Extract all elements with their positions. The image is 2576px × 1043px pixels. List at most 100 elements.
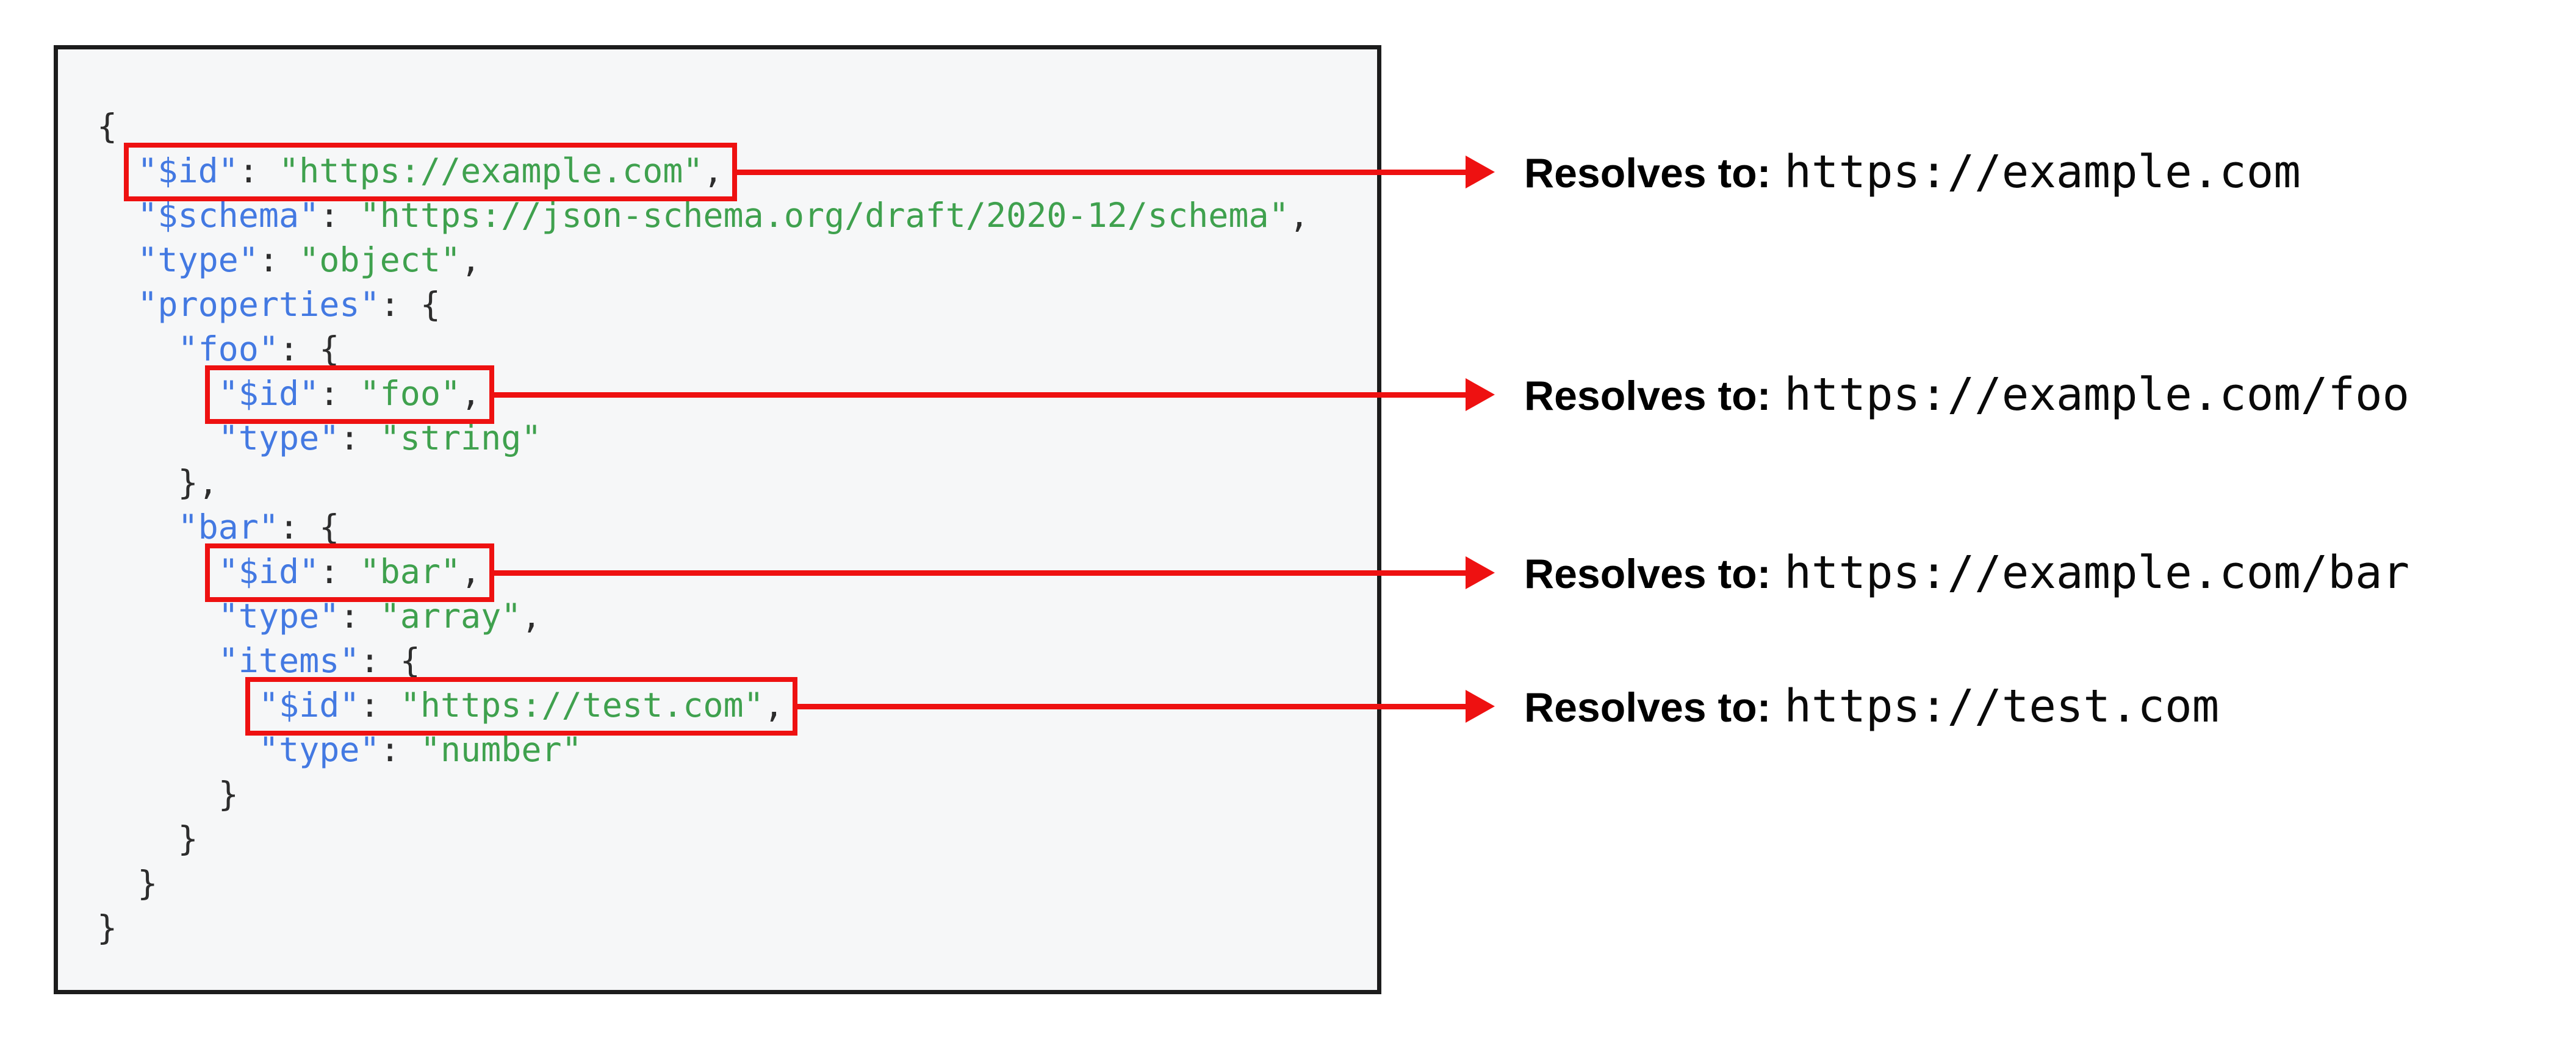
arrow-head-icon	[1466, 556, 1495, 589]
code-line-7: "$id": "foo",	[97, 365, 1353, 424]
indent	[97, 463, 178, 502]
code-punct: {	[97, 107, 118, 146]
code-punct: ,	[703, 151, 724, 190]
annotation-row-3: Resolves to: https://example.com/bar	[1524, 547, 2409, 599]
annotation-label: Resolves to:	[1524, 551, 1771, 597]
code-punct: :	[238, 151, 279, 190]
code-punct: ,	[461, 240, 481, 279]
code-line-19: }	[97, 906, 1353, 950]
code-line-18: }	[97, 861, 1353, 906]
code-string: "foo"	[359, 374, 461, 413]
code-punct: ,	[1289, 196, 1309, 235]
indent	[97, 864, 137, 903]
code-punct: : {	[380, 285, 441, 324]
indent	[97, 597, 218, 636]
code-key: "items"	[218, 641, 360, 680]
annotation-row-2: Resolves to: https://example.com/foo	[1524, 368, 2409, 421]
code-string: "bar"	[359, 552, 461, 591]
arrow-head-icon	[1466, 156, 1495, 188]
code-punct: :	[319, 552, 360, 591]
code-line-5: "properties": {	[97, 282, 1353, 327]
code-key: "$id"	[218, 374, 320, 413]
indent	[97, 819, 178, 858]
code-line-6: "foo": {	[97, 327, 1353, 371]
indent	[97, 641, 218, 680]
code-line-11: "$id": "bar",	[97, 543, 1353, 602]
code-key: "$id"	[137, 151, 239, 190]
code-key: "type"	[218, 418, 340, 457]
arrow-head-icon	[1466, 690, 1495, 723]
annotation-row-1: Resolves to: https://example.com	[1524, 146, 2301, 198]
indent	[97, 374, 218, 413]
code-punct: ,	[461, 552, 481, 591]
code-punct: }	[97, 908, 118, 947]
code-punct: }	[218, 775, 239, 814]
indent	[97, 775, 218, 814]
code-punct: :	[339, 597, 380, 636]
code-punct: :	[258, 240, 300, 279]
indent	[97, 240, 137, 279]
arrow-line	[794, 703, 1466, 709]
code-key: "$schema"	[137, 196, 320, 235]
code-key: "$id"	[258, 686, 360, 725]
arrow-line	[492, 570, 1466, 576]
annotation-value: https://example.com/foo	[1784, 368, 2410, 421]
code-key: "type"	[137, 240, 259, 279]
code-line-13: "items": {	[97, 639, 1353, 683]
code-key: "$id"	[218, 552, 320, 591]
code-punct: :	[359, 686, 400, 725]
code-key: "type"	[218, 597, 340, 636]
indent	[97, 507, 178, 547]
code-block: { "$id": "https://example.com", "$schema…	[58, 49, 1377, 950]
arrow-line	[492, 392, 1466, 398]
code-string: "https://test.com"	[400, 686, 764, 725]
annotation-value: https://example.com/bar	[1784, 547, 2410, 599]
indent	[97, 730, 259, 769]
highlight-box-0: "$id": "https://example.com",	[124, 143, 737, 201]
code-line-9: },	[97, 461, 1353, 505]
code-line-17: }	[97, 817, 1353, 861]
annotation-label: Resolves to:	[1524, 373, 1771, 419]
code-line-15: "type": "number"	[97, 728, 1353, 772]
code-key: "foo"	[178, 329, 279, 368]
code-line-12: "type": "array",	[97, 594, 1353, 639]
annotation-label: Resolves to:	[1524, 150, 1771, 196]
code-string: "array"	[380, 597, 522, 636]
code-punct: ,	[763, 686, 784, 725]
code-string: "https://example.com"	[279, 151, 703, 190]
annotation-value: https://test.com	[1784, 680, 2220, 733]
indent	[97, 329, 178, 368]
indent	[97, 418, 218, 457]
code-punct: :	[319, 374, 360, 413]
indent	[97, 686, 259, 725]
code-punct: : {	[279, 329, 340, 368]
code-punct: },	[178, 463, 218, 502]
code-punct: }	[178, 819, 198, 858]
code-punct: : {	[359, 641, 420, 680]
code-line-10: "bar": {	[97, 505, 1353, 550]
code-string: "number"	[420, 730, 582, 769]
code-line-2: "$id": "https://example.com",	[97, 143, 1353, 201]
code-line-3: "$schema": "https://json-schema.org/draf…	[97, 193, 1353, 238]
code-punct: ,	[461, 374, 481, 413]
indent	[97, 196, 137, 235]
code-string: "object"	[299, 240, 461, 279]
code-line-8: "type": "string"	[97, 416, 1353, 461]
code-panel: { "$id": "https://example.com", "$schema…	[54, 45, 1381, 994]
code-punct: :	[339, 418, 380, 457]
indent	[97, 552, 218, 591]
code-line-16: }	[97, 772, 1353, 817]
code-punct: }	[137, 864, 158, 903]
code-line-1: {	[97, 104, 1353, 149]
annotation-row-4: Resolves to:https://test.com	[1524, 680, 2219, 733]
highlight-box-2: "$id": "bar",	[204, 543, 495, 602]
code-punct: ,	[521, 597, 542, 636]
code-punct: :	[380, 730, 420, 769]
code-line-4: "type": "object",	[97, 238, 1353, 282]
code-key: "type"	[258, 730, 380, 769]
highlight-box-1: "$id": "foo",	[204, 365, 495, 424]
annotation-value: https://example.com	[1784, 146, 2301, 198]
highlight-box-3: "$id": "https://test.com",	[245, 677, 797, 736]
code-punct: : {	[279, 507, 340, 547]
